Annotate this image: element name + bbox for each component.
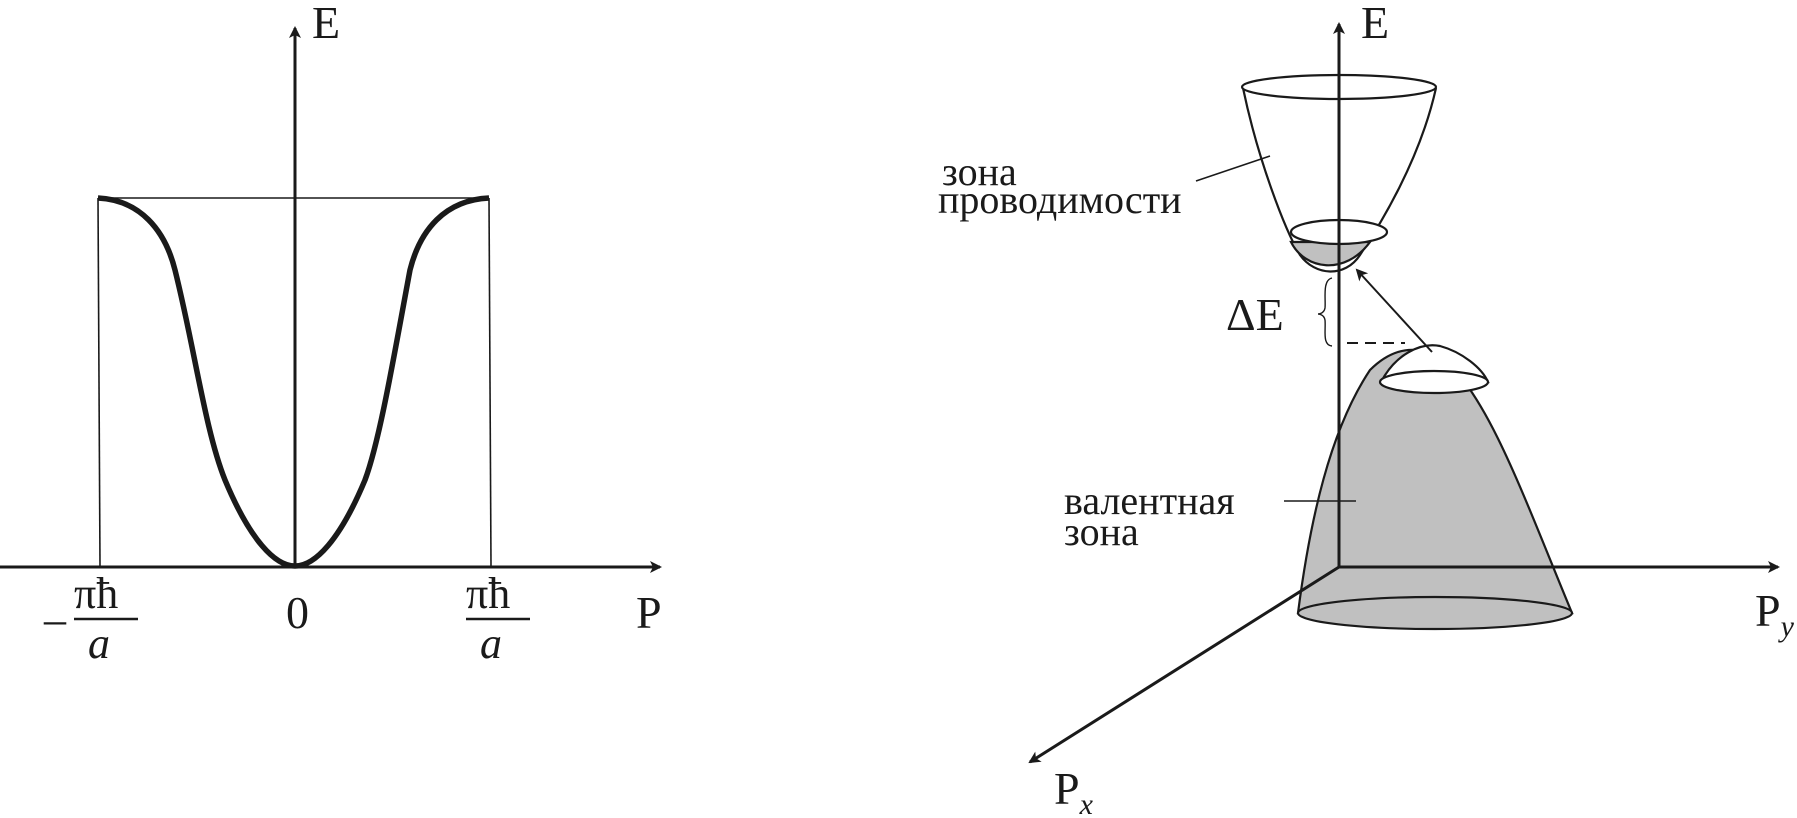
left-tick-denominator: a bbox=[88, 619, 110, 668]
right-3d-band-diagram: E Py Px ΔE зона проводимости валентная з… bbox=[938, 0, 1795, 818]
energy-gap-label: ΔE bbox=[1226, 289, 1284, 340]
py-axis-letter: P bbox=[1755, 585, 1781, 636]
origin-label: 0 bbox=[286, 587, 309, 638]
transition-arrow bbox=[1355, 268, 1433, 353]
conduction-band-label-line2: проводимости bbox=[938, 177, 1182, 222]
left-dispersion-diagram: E P 0 – πħ a πħ a bbox=[0, 0, 662, 668]
conduction-band-label-line1: зона bbox=[942, 149, 1017, 194]
valence-band-label-line2: зона bbox=[1064, 509, 1139, 554]
px-axis-letter: P bbox=[1054, 763, 1080, 814]
left-tick-numerator: πħ bbox=[74, 569, 118, 618]
py-axis-label: Py bbox=[1755, 585, 1795, 643]
px-axis-subscript: x bbox=[1079, 788, 1094, 818]
right-energy-axis-label: E bbox=[1361, 0, 1389, 48]
left-momentum-axis-label: P bbox=[636, 587, 662, 638]
left-tick-sign: – bbox=[43, 595, 67, 644]
px-axis bbox=[1028, 565, 1340, 764]
left-energy-axis-label: E bbox=[312, 0, 340, 48]
energy-gap-brace bbox=[1317, 277, 1333, 347]
px-axis-label: Px bbox=[1054, 763, 1094, 818]
left-zone-boundary-line bbox=[97, 197, 101, 567]
valence-band-top-ellipse bbox=[1378, 369, 1490, 395]
right-zone-boundary-line bbox=[488, 197, 492, 567]
conduction-label-leader bbox=[1195, 155, 1271, 182]
conduction-band-electron-fill bbox=[1289, 240, 1373, 267]
right-tick-numerator: πħ bbox=[466, 569, 510, 618]
py-axis-subscript: y bbox=[1778, 610, 1795, 643]
valence-band-base-ellipse bbox=[1296, 595, 1574, 631]
right-tick-denominator: a bbox=[480, 619, 502, 668]
valence-band-label-line1: валентная bbox=[1064, 478, 1235, 523]
